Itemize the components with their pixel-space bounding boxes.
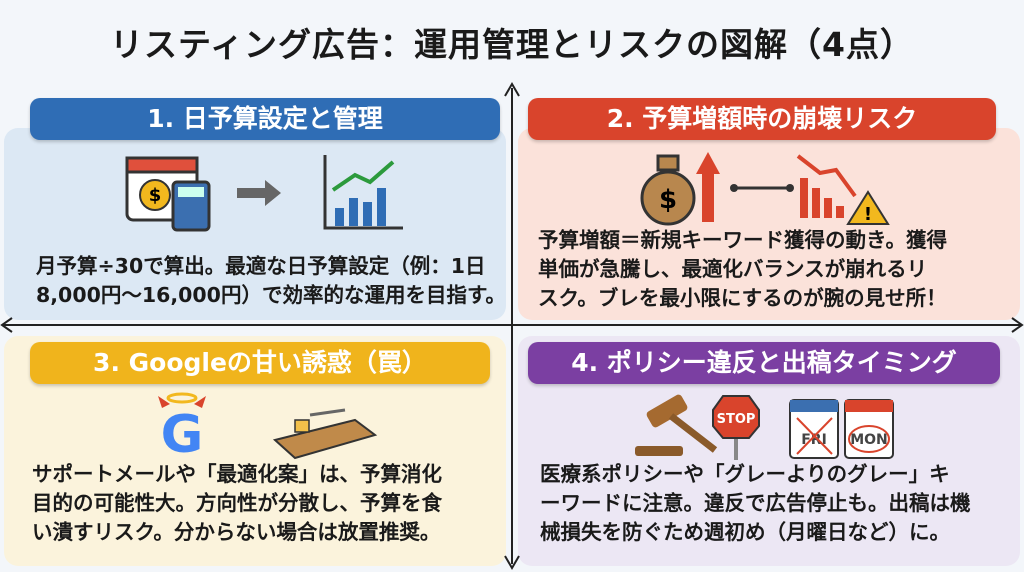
quadrant-1-body: 月予算÷30で算出。最適な日予算設定（例：1日 8,000円〜16,000円）で… — [36, 254, 506, 307]
quadrant-1-icons: $ — [125, 155, 403, 232]
mousetrap-icon — [272, 408, 378, 460]
calculator-icon — [171, 180, 211, 232]
arrow-up-icon — [696, 152, 720, 222]
quadrant-1-heading: 1. 日予算設定と管理 — [30, 98, 500, 140]
vertical-axis — [511, 88, 513, 564]
quadrant-4-icons: STOP FRI MON — [635, 394, 894, 460]
quadrant-4-body: 医療系ポリシーや「グレーよりのグレー」キ ーワードに注意。違反で広告停止も。出稿… — [540, 462, 971, 544]
quadrant-2-body: 予算増額＝新規キーワード獲得の動き。獲得 単価が急騰し、最適化バランスが崩れるリ… — [538, 228, 947, 310]
quadrant-1-panel — [4, 128, 506, 320]
quadrant-3-heading: 3. Googleの甘い誘惑（罠） — [30, 342, 490, 384]
svg-text:$: $ — [149, 185, 162, 206]
quadrant-4-heading: 4. ポリシー違反と出稿タイミング — [528, 342, 1000, 384]
horizontal-axis — [2, 324, 1022, 326]
svg-text:$: $ — [659, 185, 677, 215]
quadrant-3-body: サポートメールや「最適化案」は、予算消化 目的の可能性大。方向性が分散し、予算を… — [32, 462, 442, 544]
page-title: リスティング広告：運用管理とリスクの図解（4点） — [110, 25, 914, 64]
svg-text:!: ! — [864, 204, 872, 225]
svg-text:MON: MON — [850, 432, 888, 448]
svg-text:STOP: STOP — [717, 412, 756, 427]
calendar-friday-crossed-icon: FRI — [789, 399, 839, 459]
money-bag-icon: $ — [640, 154, 696, 226]
gavel-icon — [635, 394, 718, 456]
stop-sign-icon: STOP — [712, 395, 760, 460]
quadrant-2-panel — [518, 128, 1020, 320]
calendar-monday-circled-icon: MON — [844, 399, 894, 459]
svg-text:G: G — [161, 405, 204, 460]
warning-icon: ! — [846, 190, 890, 225]
google-devil-icon: G — [158, 392, 206, 460]
quadrant-2-heading: 2. 予算増額時の崩壊リスク — [528, 98, 996, 140]
connector-icon — [730, 184, 794, 192]
growth-chart-icon — [323, 155, 403, 230]
quadrant-3-icons: G — [158, 392, 378, 460]
quadrant-2-icons: $ ! — [640, 152, 890, 226]
declining-chart-icon — [796, 154, 857, 218]
arrow-right-icon — [237, 180, 281, 206]
